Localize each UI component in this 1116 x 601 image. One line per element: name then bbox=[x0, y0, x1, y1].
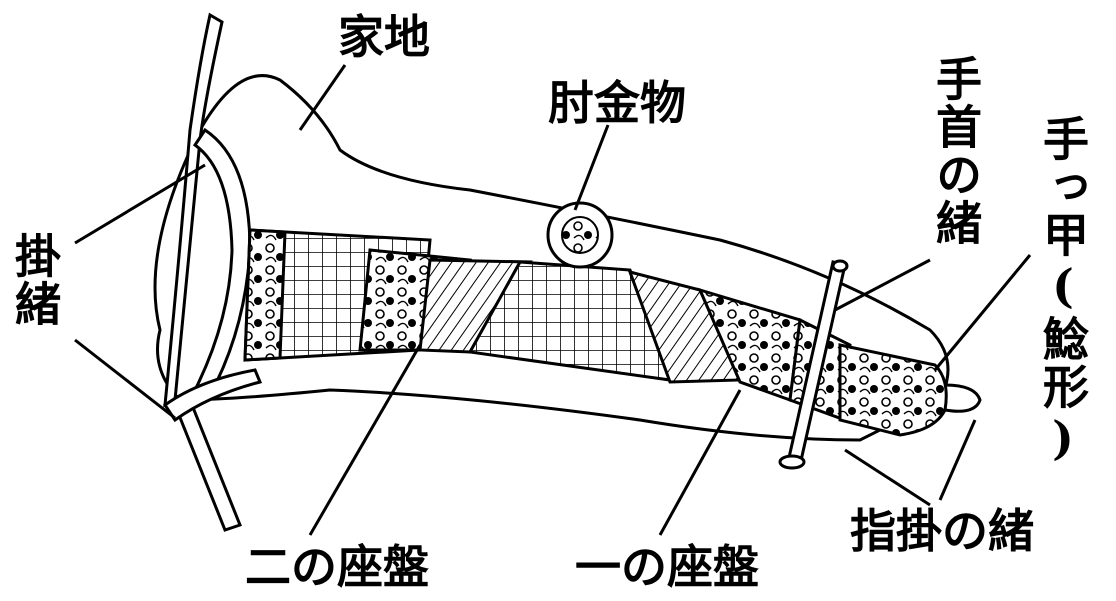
wrist-toggle bbox=[778, 259, 849, 470]
label-ichi-no-zaban: 一の座盤 bbox=[575, 540, 759, 594]
label-jiji: 家地 bbox=[338, 10, 430, 64]
label-tekubi-no-o: 手首の緒 bbox=[929, 55, 983, 247]
shoulder-strap bbox=[162, 12, 263, 532]
label-yubikake-no-o: 指掛の緒 bbox=[850, 504, 1034, 558]
sleeve-panels bbox=[243, 228, 852, 423]
label-ni-no-zaban: 二の座盤 bbox=[245, 540, 429, 594]
elbow-plate bbox=[546, 201, 614, 269]
hand-cover bbox=[838, 343, 948, 437]
finger-loop bbox=[944, 383, 982, 413]
label-tekko: 手っ甲(鯰形) bbox=[1036, 115, 1090, 467]
label-kakeo: 掛緒 bbox=[8, 232, 62, 328]
label-hijikanamono: 肘金物 bbox=[548, 76, 686, 130]
leader-lines bbox=[74, 64, 1032, 536]
